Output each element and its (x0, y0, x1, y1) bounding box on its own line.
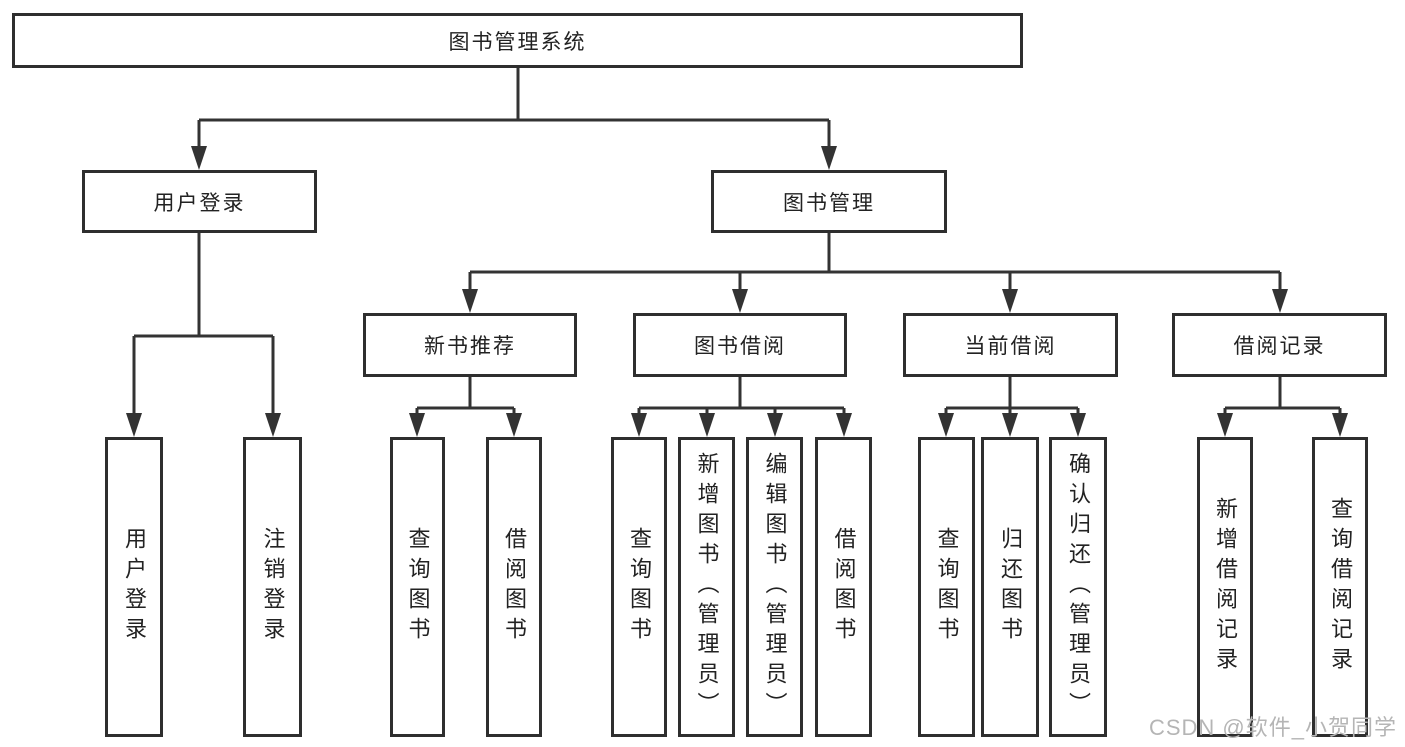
node-root-label: 图书管理系统 (448, 30, 587, 54)
leaf-edit-books-admin-label: 编辑图书（管理员） (762, 452, 788, 722)
node-new-book-recommendation: 新书推荐 (363, 313, 577, 377)
node-book-borrowing-label: 图书借阅 (694, 335, 786, 358)
leaf-confirm-return-admin: 确认归还（管理员） (1049, 437, 1107, 737)
leaf-add-borrow-record: 新增借阅记录 (1197, 437, 1253, 737)
leaf-return-books: 归还图书 (981, 437, 1039, 737)
leaf-borrow-books: 借阅图书 (815, 437, 872, 737)
leaf-logout: 注销登录 (243, 437, 302, 737)
leaf-query-books-label: 查询图书 (405, 527, 431, 647)
leaf-add-books-admin-label: 新增图书（管理员） (694, 452, 720, 722)
node-book-borrowing: 图书借阅 (633, 313, 847, 377)
leaf-query-books-label: 查询图书 (934, 527, 960, 647)
leaf-query-books: 查询图书 (918, 437, 975, 737)
node-borrowing-records-label: 借阅记录 (1233, 335, 1326, 358)
leaf-query-borrow-record-label: 查询借阅记录 (1328, 497, 1353, 677)
csdn-watermark: CSDN @软件_小贺同学 (1148, 715, 1397, 740)
leaf-borrow-books-label: 借阅图书 (502, 527, 527, 647)
node-user-login: 用户登录 (82, 170, 317, 233)
node-user-login-label: 用户登录 (153, 191, 246, 215)
node-current-borrowing-label: 当前借阅 (964, 335, 1057, 358)
leaf-query-books: 查询图书 (611, 437, 667, 737)
leaf-return-books-label: 归还图书 (998, 527, 1023, 647)
node-book-management-label: 图书管理 (783, 191, 875, 215)
leaf-add-borrow-record-label: 新增借阅记录 (1213, 497, 1238, 677)
leaf-edit-books-admin: 编辑图书（管理员） (746, 437, 803, 737)
leaf-add-books-admin: 新增图书（管理员） (678, 437, 735, 737)
leaf-user-login-label: 用户登录 (122, 527, 147, 647)
leaf-borrow-books-label: 借阅图书 (831, 527, 857, 647)
leaf-query-books: 查询图书 (390, 437, 445, 737)
node-current-borrowing: 当前借阅 (903, 313, 1118, 377)
node-book-management: 图书管理 (711, 170, 947, 233)
leaf-user-login: 用户登录 (105, 437, 163, 737)
node-borrowing-records: 借阅记录 (1172, 313, 1387, 377)
leaf-borrow-books: 借阅图书 (486, 437, 542, 737)
leaf-query-borrow-record: 查询借阅记录 (1312, 437, 1368, 737)
node-root: 图书管理系统 (12, 13, 1023, 68)
node-new-book-recommendation-label: 新书推荐 (424, 335, 516, 358)
leaf-query-books-label: 查询图书 (627, 527, 652, 647)
arrowheads (126, 146, 1348, 437)
leaf-confirm-return-admin-label: 确认归还（管理员） (1066, 452, 1091, 722)
leaf-logout-label: 注销登录 (260, 527, 286, 647)
